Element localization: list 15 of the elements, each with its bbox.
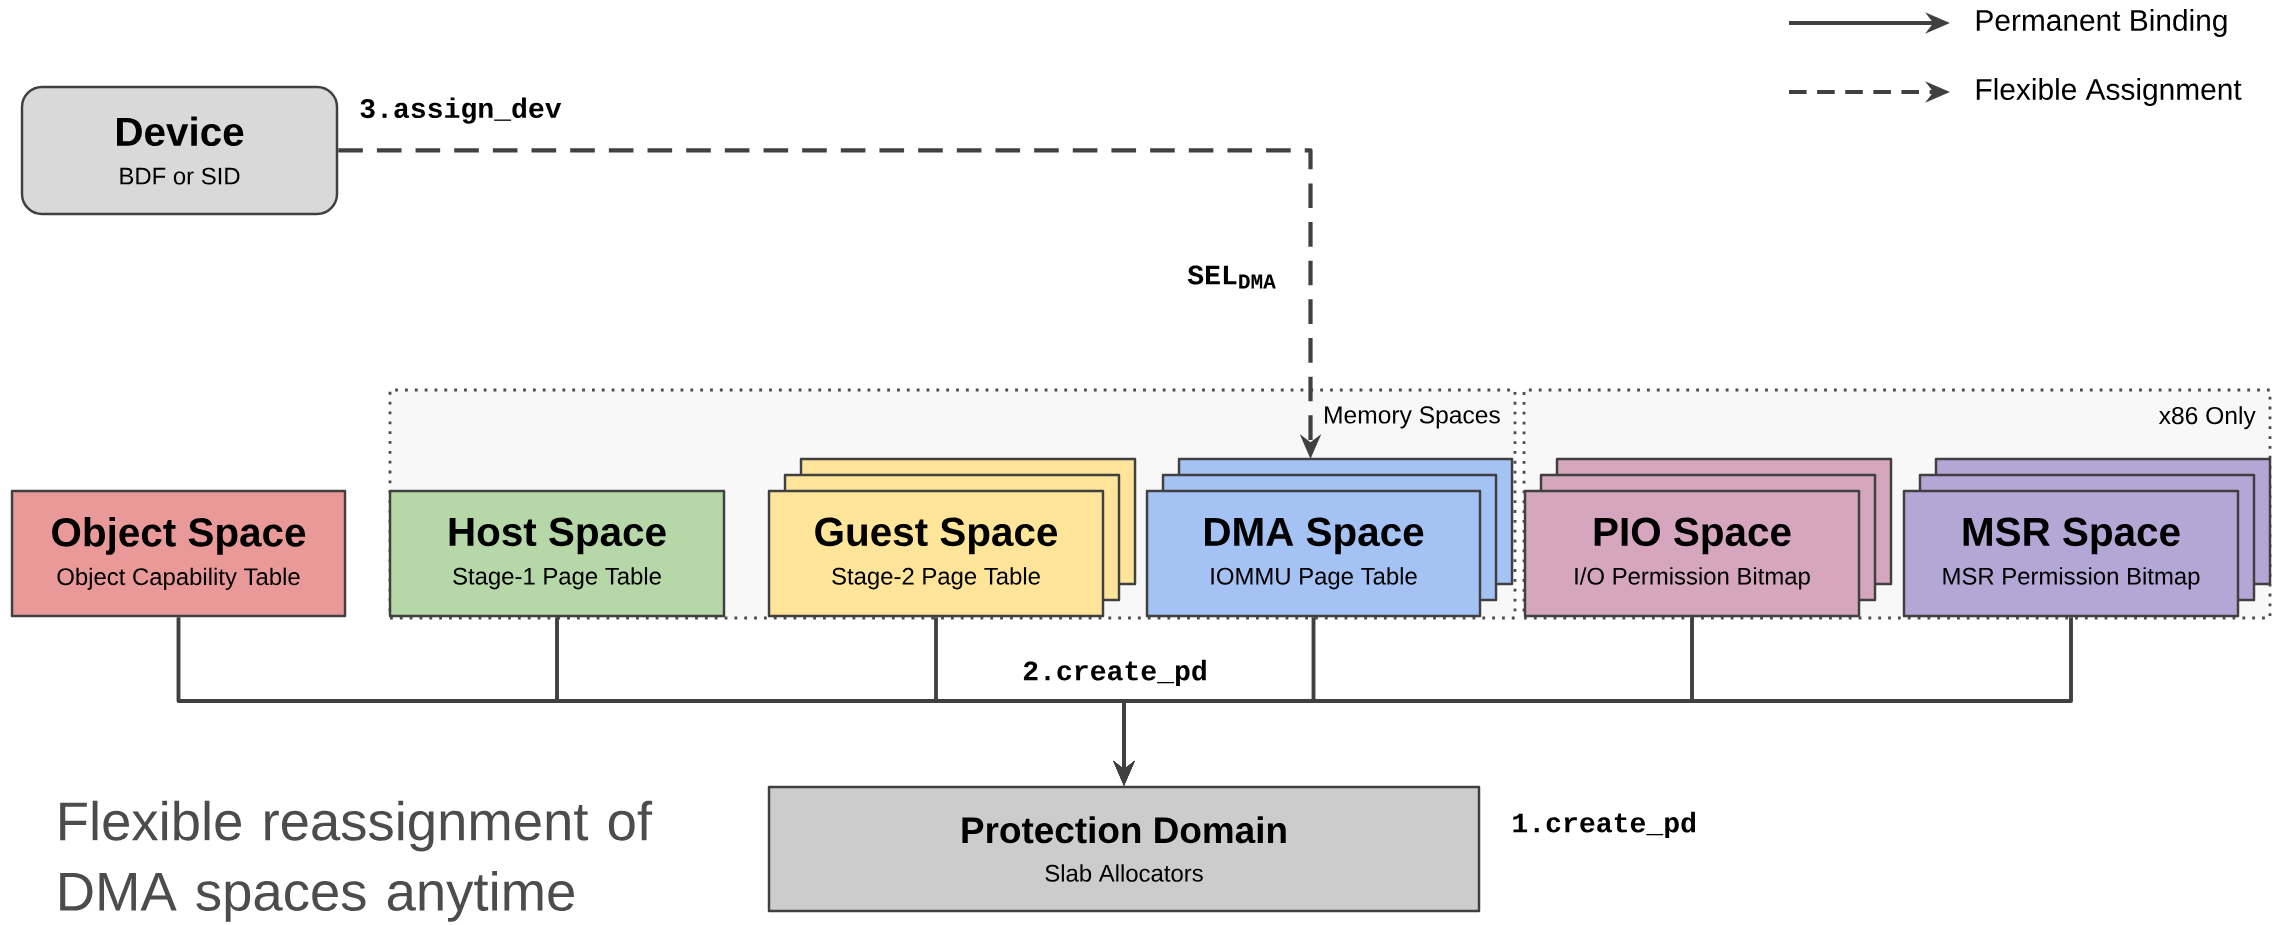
note-text: Flexible reassignment of DMA spaces anytime — [60, 800, 653, 922]
legend-text: Permanent Binding — [1976, 9, 2227, 37]
edge-label: 3.assign_dev — [360, 97, 562, 124]
legend-text: Flexible Assignment — [1976, 78, 2242, 106]
stacked-space-box: MSR Space MSR Permission Bitmap — [1902, 457, 2272, 618]
space-box: Host Space Stage-1 Page Table — [388, 489, 726, 618]
subscript-label: SEL$_{DMA}$ — [1187, 265, 1276, 289]
space-box: Protection Domain Slab Allocators — [767, 785, 1481, 913]
space-box: Object Space Object Capability Table — [10, 489, 347, 618]
stacked-space-box: DMA Space IOMMU Page Table — [1145, 457, 1514, 618]
command-label: 1.create_pd — [1513, 811, 1696, 839]
command-label: 2.create_pd — [1023, 659, 1206, 687]
device-box: Device BDF or SID — [20, 85, 339, 216]
stacked-space-box: Guest Space Stage-2 Page Table — [767, 457, 1137, 618]
stacked-space-box: PIO Space I/O Permission Bitmap — [1523, 457, 1893, 618]
